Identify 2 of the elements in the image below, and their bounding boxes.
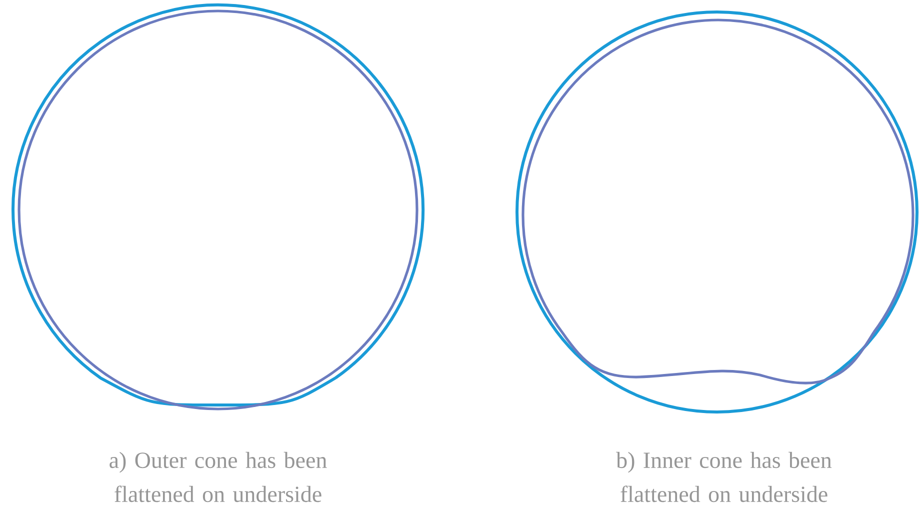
caption: a) Outer cone has been flattened on underside [110,452,327,502]
caption: b) Inner cone has been flattened on underside [616,452,832,502]
